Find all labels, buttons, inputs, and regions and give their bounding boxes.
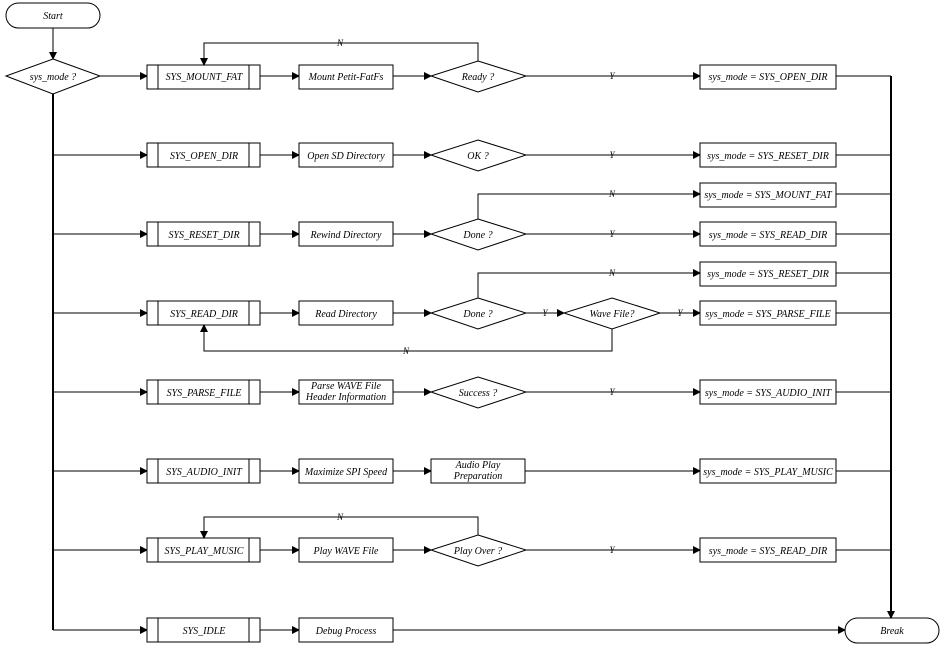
- case-sys-open-dir: [146, 142, 261, 168]
- case-sys-open-dir-label: SYS_OPEN_DIR: [170, 151, 238, 162]
- result-read-dir: [699, 221, 837, 247]
- action-audio-play-prep: [430, 458, 526, 484]
- action-maximize-spi-label: Maximize SPI Speed: [304, 467, 388, 478]
- action-play-wave-file: [298, 537, 394, 563]
- result-mount-fat: [699, 182, 837, 208]
- action-rewind-directory: [298, 221, 394, 247]
- check-ok-label: OK ?: [467, 151, 488, 162]
- check-done-read-label: Done ?: [462, 309, 492, 320]
- row4-wave-no-label: N: [402, 346, 410, 356]
- break-terminal: [844, 617, 940, 644]
- case-sys-parse-file: [146, 379, 261, 405]
- case-sys-idle-label: SYS_IDLE: [183, 626, 226, 637]
- row7-no-label: N: [336, 512, 344, 522]
- result-open-dir-label: sys_mode = SYS_OPEN_DIR: [709, 72, 828, 83]
- case-sys-audio-init: [146, 458, 261, 484]
- check-ok: [429, 139, 528, 172]
- row4-wave-no-loop: [200, 324, 613, 352]
- row4-wave-yes-label: Y: [677, 308, 683, 318]
- check-ready: [429, 60, 528, 93]
- result-reset-dir: [699, 142, 837, 168]
- start-label: Start: [43, 11, 63, 22]
- action-audio-play-prep-line1: Audio Play: [455, 460, 501, 471]
- result-reset-dir-alt-label: sys_mode = SYS_RESET_DIR: [707, 269, 829, 280]
- result-reset-dir-label: sys_mode = SYS_RESET_DIR: [707, 151, 829, 162]
- action-open-sd-directory-label: Open SD Directory: [307, 151, 385, 162]
- check-done-read: [429, 297, 528, 330]
- action-rewind-directory-label: Rewind Directory: [309, 230, 382, 241]
- action-read-directory-label: Read Directory: [314, 309, 377, 320]
- action-mount-petit-fatfs: [298, 64, 394, 90]
- action-open-sd-directory: [298, 142, 394, 168]
- action-debug-process-label: Debug Process: [315, 626, 377, 637]
- row4-no-branch: [477, 269, 701, 298]
- row3-no-label: N: [608, 189, 616, 199]
- row5-yes-label: Y: [609, 387, 615, 397]
- case-sys-idle: [146, 617, 261, 643]
- row4-yes-label: Y: [542, 308, 548, 318]
- check-success-label: Success ?: [459, 388, 498, 399]
- sys-mode-decision-label: sys_mode ?: [30, 72, 76, 83]
- row4-no-label: N: [608, 268, 616, 278]
- check-done-reset-label: Done ?: [462, 230, 492, 241]
- check-play-over: [429, 534, 528, 567]
- row3-yes-label: Y: [609, 229, 615, 239]
- case-sys-reset-dir: [146, 221, 261, 247]
- result-reset-dir-alt: [699, 261, 837, 287]
- result-read-dir-2: [699, 537, 837, 563]
- action-audio-play-prep-line2: Preparation: [453, 471, 503, 482]
- case-sys-read-dir-label: SYS_READ_DIR: [170, 309, 238, 320]
- row1-loop-no: [200, 42, 479, 66]
- case-sys-audio-init-label: SYS_AUDIO_INIT: [166, 467, 243, 478]
- result-open-dir: [699, 64, 837, 90]
- case-sys-mount-fat-label: SYS_MOUNT_FAT: [166, 72, 244, 83]
- action-parse-wave-header-line1: Parse WAVE File: [310, 381, 381, 392]
- row3-no-branch: [477, 190, 701, 219]
- check-play-over-label: Play Over ?: [453, 546, 502, 557]
- check-success: [429, 376, 528, 409]
- break-label: Break: [880, 626, 904, 637]
- case-sys-reset-dir-label: SYS_RESET_DIR: [168, 230, 239, 241]
- row1-no-label: N: [336, 38, 344, 48]
- case-sys-parse-file-label: SYS_PARSE_FILE: [167, 388, 242, 399]
- check-done-reset: [429, 218, 528, 251]
- row7-loop-no: [200, 516, 479, 539]
- check-wave-file-label: Wave File?: [590, 309, 635, 320]
- action-play-wave-file-label: Play WAVE File: [313, 546, 379, 557]
- case-sys-play-music-label: SYS_PLAY_MUSIC: [165, 546, 244, 557]
- row2-yes-label: Y: [609, 150, 615, 160]
- result-audio-init-label: sys_mode = SYS_AUDIO_INIT: [705, 388, 833, 399]
- result-read-dir-2-label: sys_mode = SYS_READ_DIR: [709, 546, 827, 557]
- action-parse-wave-header: [298, 379, 394, 405]
- row7-yes-label: Y: [609, 545, 615, 555]
- result-parse-file-label: sys_mode = SYS_PARSE_FILE: [705, 309, 830, 320]
- row1-yes-label: Y: [609, 71, 615, 81]
- result-parse-file: [699, 300, 837, 326]
- action-mount-petit-fatfs-label: Mount Petit-FatFs: [308, 72, 384, 83]
- result-read-dir-label: sys_mode = SYS_READ_DIR: [709, 230, 827, 241]
- result-mount-fat-label: sys_mode = SYS_MOUNT_FAT: [704, 190, 833, 201]
- result-play-music-label: sys_mode = SYS_PLAY_MUSIC: [703, 467, 833, 478]
- action-maximize-spi: [298, 458, 394, 484]
- check-ready-label: Ready ?: [461, 72, 495, 83]
- action-parse-wave-header-line2: Header Information: [305, 392, 386, 403]
- action-read-directory: [298, 300, 394, 326]
